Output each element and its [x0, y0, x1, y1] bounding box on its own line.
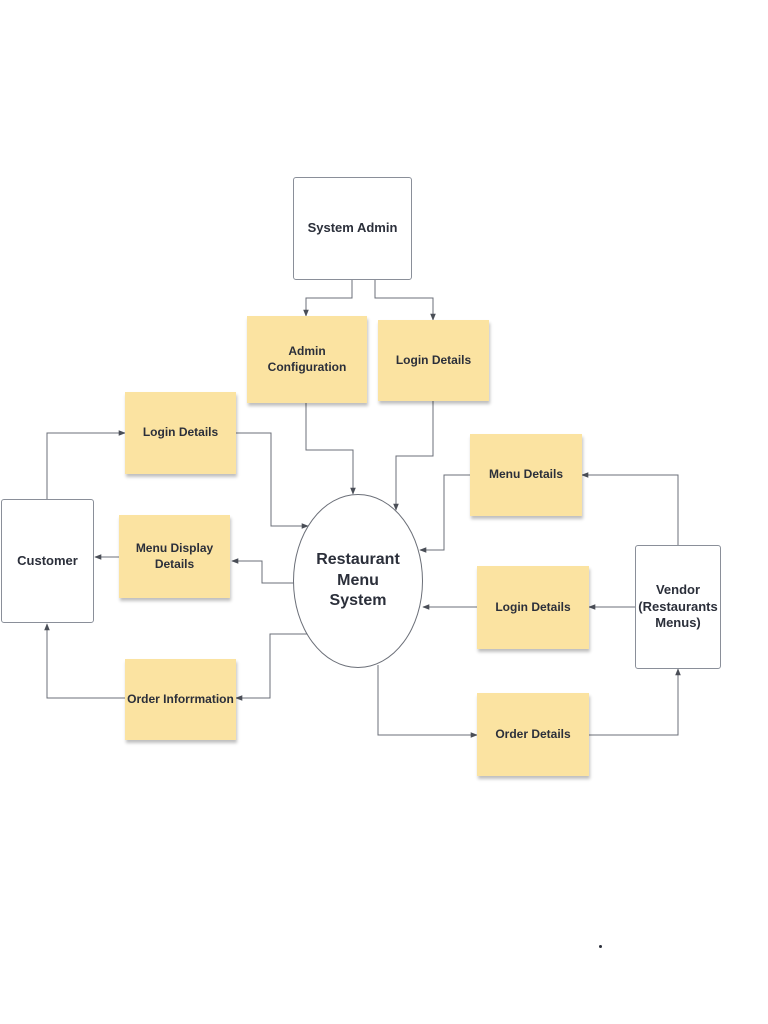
admin-login-details-note[interactable]: Login Details [378, 320, 489, 401]
customer-login-details-note[interactable]: Login Details [125, 392, 236, 474]
edge-system-to-order-details [377, 665, 478, 738]
edge-order-info-to-customer [44, 623, 125, 699]
vendor-entity[interactable]: Vendor (Restaurants Menus) [635, 545, 721, 669]
edge-system-to-order-info [235, 633, 307, 701]
edge-menu-details-to-system [419, 474, 470, 553]
system-admin-entity[interactable]: System Admin [293, 177, 412, 280]
edge-admin-to-admin-config [303, 280, 353, 317]
edge-admin-to-login-details [374, 280, 436, 321]
menu-display-details-note[interactable]: Menu Display Details [119, 515, 230, 598]
menu-details-note[interactable]: Menu Details [470, 434, 582, 516]
edge-customer-login-to-system [236, 432, 309, 529]
customer-entity[interactable]: Customer [1, 499, 94, 623]
stray-dot [599, 945, 602, 948]
edge-admin-login-to-system [393, 401, 434, 511]
edge-system-to-menu-display [231, 558, 294, 584]
edge-order-details-to-vendor [589, 668, 681, 736]
admin-configuration-note[interactable]: Admin Configuration [247, 316, 367, 403]
edge-admin-config-to-system [305, 403, 356, 495]
restaurant-menu-system-process[interactable]: Restaurant Menu System [293, 494, 423, 668]
order-details-note[interactable]: Order Details [477, 693, 589, 776]
edge-vendor-to-menu-details [581, 472, 679, 545]
order-information-note[interactable]: Order Inforrmation [125, 659, 236, 740]
edge-customer-to-login-details [46, 430, 126, 499]
vendor-login-details-note[interactable]: Login Details [477, 566, 589, 649]
